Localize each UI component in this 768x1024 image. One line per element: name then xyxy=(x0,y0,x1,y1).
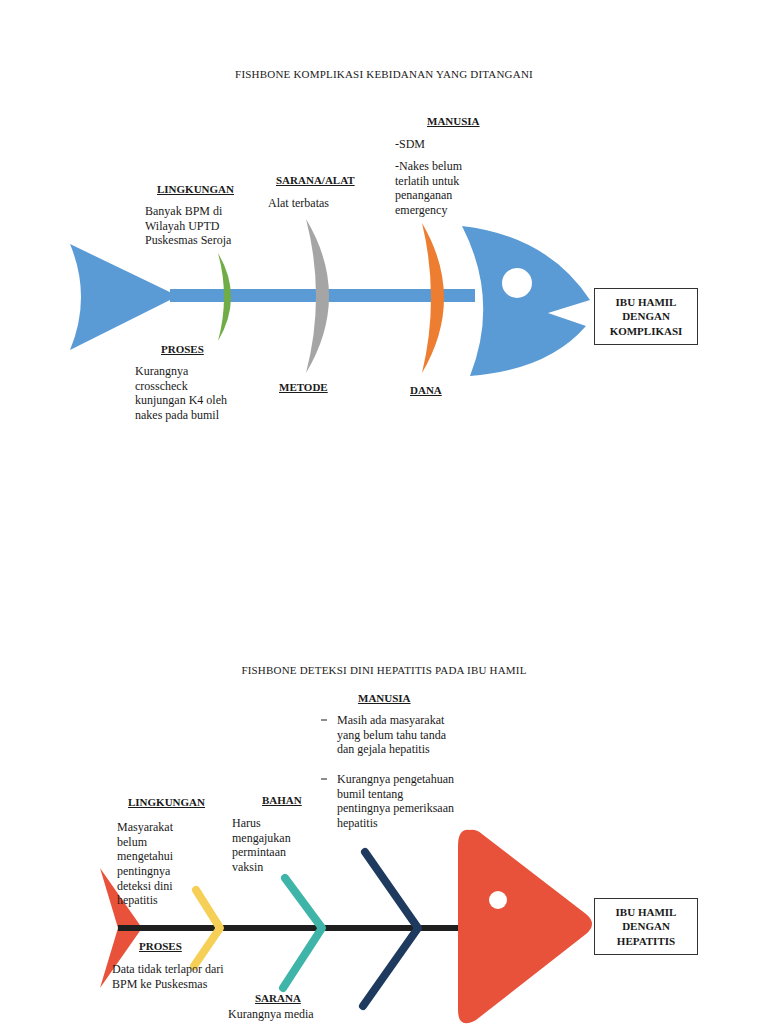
category-heading: BAHAN xyxy=(262,794,302,807)
category-heading: METODE xyxy=(279,381,328,394)
category-heading: LINGKUNGAN xyxy=(157,183,234,196)
bone-arc xyxy=(306,219,329,373)
cause-text: Kurangnya crosscheck kunjungan K4 oleh n… xyxy=(135,364,235,423)
cause-text: Kurangnya media xyxy=(228,1007,348,1022)
category-heading: LINGKUNGAN xyxy=(128,796,205,809)
cause-text: Harus mengajukan permintaan vaksin xyxy=(232,816,307,875)
fish-head xyxy=(458,830,592,1024)
cause-text: Masyarakat belum mengetahui pentingnya d… xyxy=(117,820,193,908)
bone-chevron xyxy=(363,852,418,1006)
category-heading: DANA xyxy=(410,384,442,397)
cause-text: Kurangnya pengetahuan bumil tentang pent… xyxy=(337,772,459,831)
fish-two xyxy=(100,720,592,1023)
bone-arc xyxy=(422,223,444,373)
fish-eye xyxy=(489,891,507,909)
bone-chevron xyxy=(283,878,322,988)
diagram-title: FISHBONE KOMPLIKASI KEBIDANAN YANG DITAN… xyxy=(0,68,768,81)
fish-head xyxy=(462,226,590,376)
cause-text: Data tidak terlapor dari BPM ke Puskesma… xyxy=(112,962,234,991)
category-heading: MANUSIA xyxy=(358,692,411,705)
bullet-dash xyxy=(321,779,327,780)
effect-box: IBU HAMIL DENGAN HEPATITIS xyxy=(594,898,698,955)
cause-text: -Nakes belum terlatih untuk penanganan e… xyxy=(395,159,485,218)
bone-chevron xyxy=(194,890,220,966)
diagram-title: FISHBONE DETEKSI DINI HEPATITIS PADA IBU… xyxy=(0,664,768,677)
category-heading: PROSES xyxy=(161,343,204,356)
effect-text: IBU HAMIL DENGAN KOMPLIKASI xyxy=(595,295,697,338)
effect-box: IBU HAMIL DENGAN KOMPLIKASI xyxy=(594,288,698,345)
bone-arc xyxy=(218,253,231,341)
cause-text: Alat terbatas xyxy=(268,196,368,211)
category-heading: MANUSIA xyxy=(427,115,480,128)
bullet-dash xyxy=(321,720,327,721)
category-heading: SARANA xyxy=(255,992,301,1005)
effect-text: IBU HAMIL DENGAN HEPATITIS xyxy=(595,905,697,948)
cause-text: Banyak BPM di Wilayah UPTD Puskesmas Ser… xyxy=(145,204,255,248)
category-heading: PROSES xyxy=(139,940,182,953)
fish-eye xyxy=(502,268,532,298)
cause-text: -SDM xyxy=(395,137,485,152)
cause-text: Masih ada masyarakat yang belum tahu tan… xyxy=(337,713,455,757)
fish-tail xyxy=(70,244,178,350)
category-heading: SARANA/ALAT xyxy=(276,174,355,187)
